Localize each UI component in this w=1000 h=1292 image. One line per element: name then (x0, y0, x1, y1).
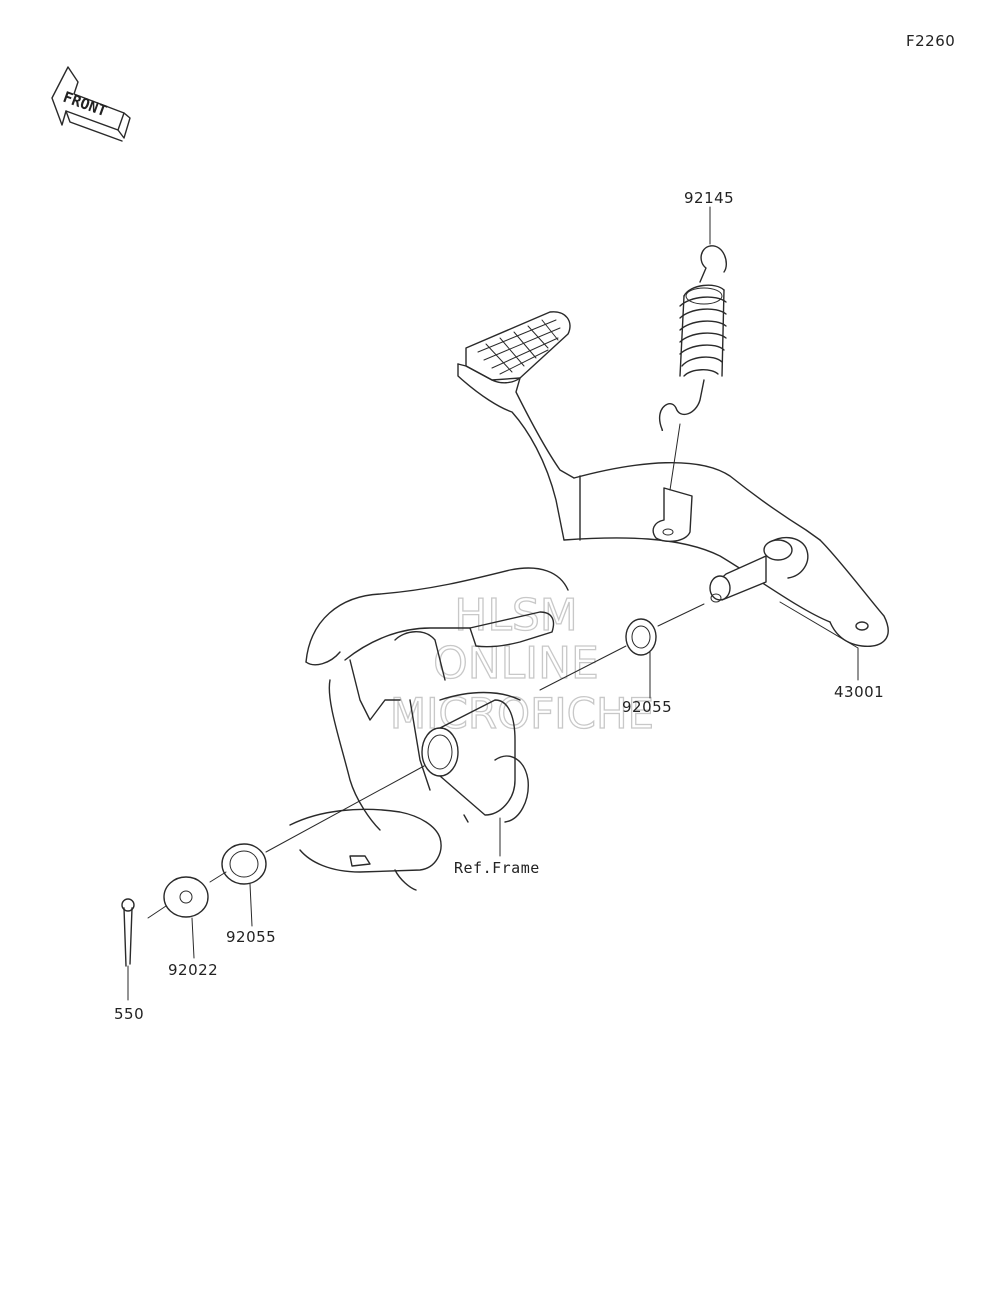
watermark-line3: MICROFICHE (390, 689, 654, 738)
figure-code: F2260 (906, 32, 955, 50)
brake-pedal-drawing (457, 311, 889, 647)
label-550: 550 (114, 1005, 144, 1023)
label-ref-frame: Ref.Frame (454, 859, 540, 877)
label-92055-upper: 92055 (622, 698, 672, 716)
label-92022: 92022 (168, 961, 218, 979)
plain-washer-drawing (163, 876, 209, 918)
front-direction-arrow-icon: FRONT (51, 66, 131, 142)
watermark-line2: ONLINE (433, 638, 599, 689)
watermark-line1: HLSM (454, 590, 578, 641)
washer-lower-drawing (221, 843, 267, 885)
washer-upper-drawing (625, 618, 657, 656)
return-spring-drawing (658, 245, 728, 431)
label-43001: 43001 (834, 683, 884, 701)
assembly-lines (127, 206, 859, 1001)
cotter-pin-drawing (121, 898, 135, 967)
label-92145: 92145 (684, 189, 734, 207)
label-92055-lower: 92055 (226, 928, 276, 946)
frame-reference-drawing (289, 567, 569, 891)
watermark: HLSM ONLINE MICROFICHE (389, 589, 654, 738)
